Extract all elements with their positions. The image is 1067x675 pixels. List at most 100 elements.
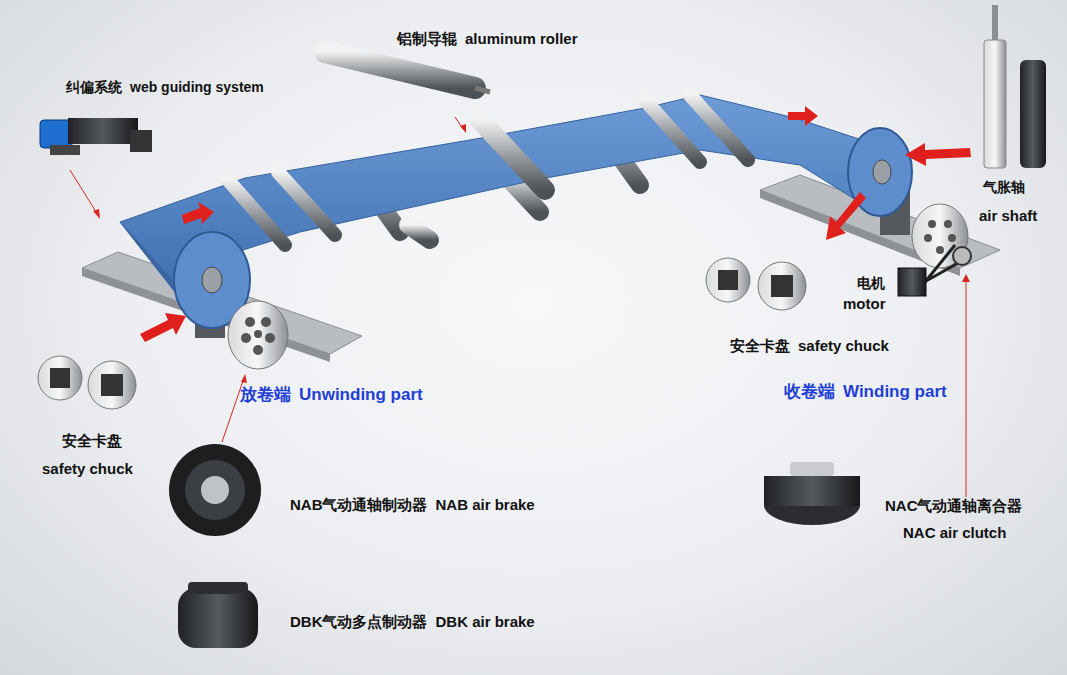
part-label: 铝制导辊 bbox=[397, 30, 457, 47]
drawing-part bbox=[265, 333, 275, 343]
part-label: NAC气动通轴离合器 bbox=[885, 497, 1023, 514]
flow-arrows bbox=[140, 106, 971, 342]
drawing-part bbox=[325, 52, 475, 88]
drawing-part bbox=[228, 301, 288, 369]
label-row: 铝制导辊 aluminum roller bbox=[397, 30, 578, 47]
drawing-part bbox=[88, 361, 136, 409]
label-row: 纠偏系统 web guiding system bbox=[66, 79, 264, 95]
label-row: air shaft bbox=[979, 207, 1037, 224]
part-label: safety chuck bbox=[42, 460, 133, 477]
drawing-part bbox=[1020, 60, 1046, 168]
part-label: 气胀轴 bbox=[983, 179, 1025, 195]
drawing-part bbox=[826, 192, 866, 240]
drawing-part bbox=[948, 234, 956, 242]
drawing-part bbox=[962, 274, 970, 282]
drawing-part bbox=[38, 356, 82, 400]
drawing-part bbox=[408, 225, 430, 240]
part-label: web guiding system bbox=[130, 79, 264, 95]
aluminum-roller-product bbox=[325, 52, 490, 92]
label-row: NAB气动通轴制动器 NAB air brake bbox=[290, 496, 535, 513]
drawing-part bbox=[182, 202, 214, 224]
drawing-part bbox=[924, 234, 932, 242]
air-shaft-products bbox=[984, 5, 1046, 168]
drawing-part bbox=[771, 275, 793, 297]
part-label: 纠偏系统 bbox=[66, 79, 122, 95]
drawing-part bbox=[984, 40, 1006, 168]
drawing-part bbox=[130, 130, 152, 152]
drawing-part bbox=[245, 317, 255, 327]
drawing-part bbox=[966, 278, 967, 497]
drawing-part bbox=[201, 476, 229, 504]
drawing-part bbox=[645, 100, 700, 162]
drawing-part bbox=[706, 258, 750, 302]
drawing-part bbox=[241, 374, 247, 383]
drawing-part bbox=[261, 317, 271, 327]
part-label: DBK air brake bbox=[436, 613, 535, 630]
drawing-part bbox=[944, 220, 952, 228]
label-row: 安全卡盘 safety chuck bbox=[730, 337, 889, 354]
drawing-part bbox=[898, 268, 926, 296]
drawing-part bbox=[140, 313, 186, 342]
drawing-part bbox=[480, 120, 545, 190]
drawing-part bbox=[278, 172, 335, 235]
drawing-part bbox=[228, 180, 285, 245]
label-row: DBK气动多点制动器 DBK air brake bbox=[290, 613, 535, 630]
label-row: 电机 bbox=[857, 275, 885, 291]
drawing-part bbox=[690, 95, 748, 160]
drawing-part bbox=[460, 124, 466, 133]
drawing-part bbox=[169, 444, 261, 536]
web-guide-device bbox=[40, 118, 152, 155]
drawing-part bbox=[101, 374, 123, 396]
drawing-part bbox=[202, 267, 222, 293]
winding-roll bbox=[848, 128, 971, 296]
part-label: Unwinding part bbox=[299, 385, 423, 405]
drawing-part bbox=[188, 582, 248, 594]
drawing-part bbox=[788, 106, 818, 126]
drawing-part bbox=[178, 588, 258, 648]
drawing-part bbox=[475, 88, 490, 92]
label-row: safety chuck bbox=[42, 460, 133, 477]
part-label: Winding part bbox=[843, 382, 947, 402]
drawing-part bbox=[758, 262, 806, 310]
part-label: NAB气动通轴制动器 bbox=[290, 496, 428, 513]
drawing-part bbox=[253, 345, 263, 355]
drawing-part bbox=[764, 476, 860, 506]
leader-heads bbox=[93, 124, 970, 383]
drawing-part bbox=[992, 5, 998, 45]
part-label: air shaft bbox=[979, 207, 1037, 224]
drawing-part bbox=[254, 330, 262, 338]
part-label: 安全卡盘 bbox=[62, 432, 122, 449]
part-label: 安全卡盘 bbox=[730, 337, 790, 354]
upper-rollers bbox=[228, 95, 748, 245]
brake-clutch-products bbox=[169, 444, 860, 648]
drawing-part bbox=[790, 462, 834, 476]
part-label: NAB air brake bbox=[436, 496, 535, 513]
part-label: 电机 bbox=[857, 275, 885, 291]
label-row: 气胀轴 bbox=[983, 179, 1025, 195]
part-label: DBK气动多点制动器 bbox=[290, 613, 428, 630]
leader-lines bbox=[70, 117, 966, 497]
drawing-part bbox=[953, 247, 971, 265]
drawing-part bbox=[928, 220, 936, 228]
drawing-part bbox=[40, 120, 72, 148]
label-row: 收卷端 Winding part bbox=[784, 382, 947, 402]
label-row: motor bbox=[843, 295, 886, 312]
drawing-part bbox=[185, 460, 245, 520]
unwind-roll bbox=[174, 232, 288, 369]
part-label: safety chuck bbox=[798, 337, 889, 354]
label-row: 安全卡盘 bbox=[62, 432, 122, 449]
label-row: NAC气动通轴离合器 bbox=[885, 497, 1023, 514]
label-row: NAC air clutch bbox=[903, 524, 1006, 541]
part-label: 收卷端 bbox=[784, 382, 835, 402]
drawing-part bbox=[70, 170, 98, 215]
safety-chucks bbox=[38, 258, 806, 409]
drawing-part bbox=[68, 118, 138, 144]
label-row: 放卷端Unwinding part bbox=[240, 385, 423, 405]
drawing-part bbox=[50, 368, 70, 388]
drawing-part bbox=[241, 333, 251, 343]
part-label: motor bbox=[843, 295, 886, 312]
drawing-part bbox=[873, 160, 891, 184]
drawing-part bbox=[93, 209, 100, 219]
drawing-part bbox=[936, 246, 944, 254]
part-label: aluminum roller bbox=[465, 30, 578, 47]
